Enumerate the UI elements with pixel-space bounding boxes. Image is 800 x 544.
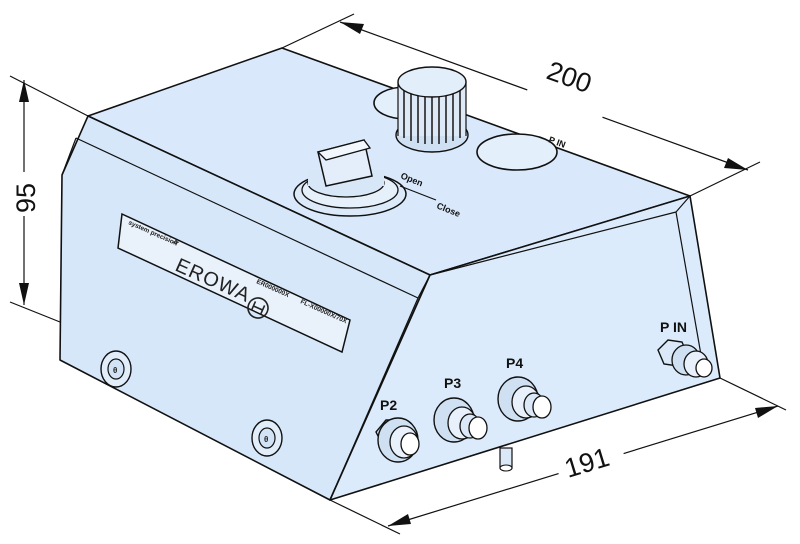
front-screw-right: θ <box>251 419 283 457</box>
dimension-height: 95 <box>8 75 89 323</box>
bevel-left <box>61 137 77 176</box>
dimension-width: 200 <box>281 13 761 197</box>
fitting-p2 <box>375 417 420 463</box>
svg-text:θ: θ <box>113 366 117 375</box>
fitting-p4 <box>497 376 552 422</box>
svg-text:θ: θ <box>264 435 268 444</box>
bevel-corner <box>417 274 431 299</box>
housing <box>59 47 721 501</box>
bottom-pin <box>499 447 513 472</box>
bevel-front <box>75 137 419 299</box>
front-screw-left: θ <box>100 350 132 388</box>
rotary-switch <box>293 139 407 217</box>
dimension-depth: 191 <box>329 377 787 535</box>
bevel-right-top <box>429 211 677 276</box>
dimension-height-value: 95 <box>11 183 41 213</box>
port-label-p3: P3 <box>444 375 461 391</box>
bevel-front-lower <box>329 297 419 501</box>
round-button-pin <box>476 133 558 171</box>
port-label-p4: P4 <box>506 355 523 371</box>
fitting-p-in <box>657 339 713 378</box>
tagline-mark-icon: ⟡ <box>173 237 179 247</box>
brand-logo-icon <box>247 297 269 319</box>
pressure-knob <box>395 66 469 153</box>
top-controls: P IN Open Close <box>293 66 567 219</box>
port-label-p-in: P IN <box>660 319 687 335</box>
port-label-p2: P2 <box>380 397 397 413</box>
fitting-p3 <box>433 397 488 443</box>
